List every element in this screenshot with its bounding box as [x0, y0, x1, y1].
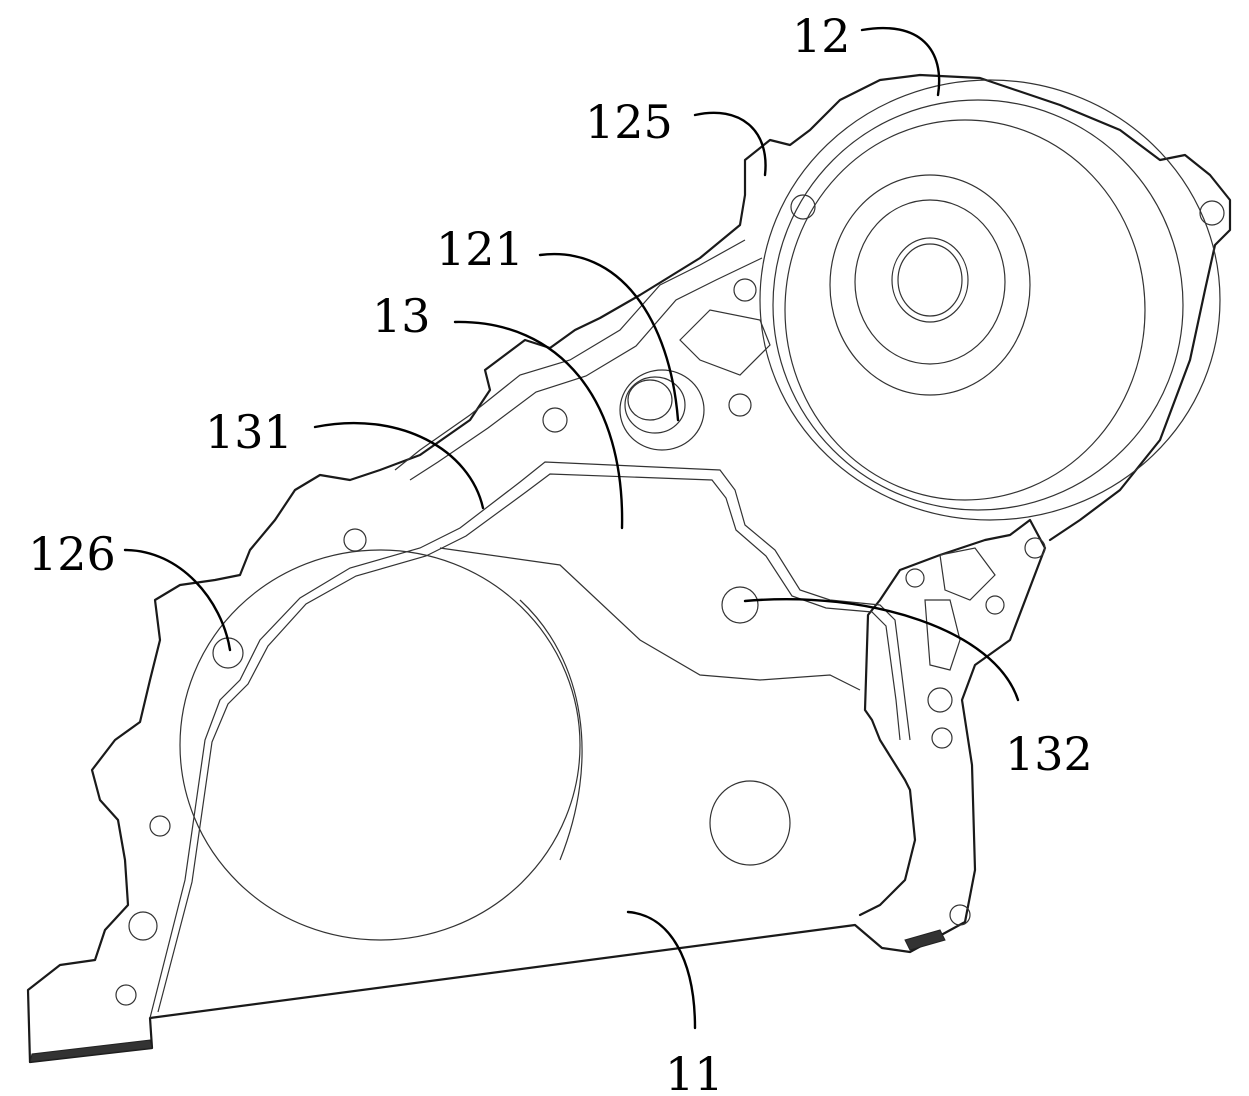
- label-126: 126: [28, 527, 116, 581]
- bolt-hole: [985, 595, 1005, 615]
- port-121-outer: [619, 369, 705, 451]
- port-121-core: [627, 379, 673, 421]
- rib-pocket-2: [939, 547, 996, 601]
- leader-126: [123, 548, 232, 652]
- port-121-inner: [624, 376, 686, 434]
- label-125: 125: [585, 95, 673, 149]
- label-121: 121: [436, 222, 524, 276]
- bolt-hole: [733, 278, 757, 302]
- pump-inner-face: [829, 174, 1031, 396]
- edge-shadow-2: [904, 929, 946, 951]
- left-bore-depth: [519, 599, 583, 861]
- bolt-hole: [728, 393, 752, 417]
- rib-pocket-3: [924, 599, 961, 671]
- pump-rim-3: [784, 119, 1146, 501]
- pump-rim-2: [772, 99, 1184, 511]
- bolt-hole: [1199, 200, 1225, 226]
- rib-pocket: [679, 309, 771, 376]
- pump-shaft-seal-inner: [897, 243, 963, 317]
- leader-131: [313, 421, 485, 510]
- leader-13: [453, 320, 624, 530]
- bolt-hole: [149, 815, 171, 837]
- bolt-hole: [927, 687, 953, 713]
- bolt-hole: [115, 984, 137, 1006]
- label-11: 11: [665, 1047, 724, 1096]
- interior-edge: [439, 547, 861, 691]
- label-131: 131: [205, 405, 293, 459]
- housing-outline: [28, 518, 1047, 1064]
- edge-shadow: [29, 1039, 153, 1063]
- leader-125: [693, 111, 767, 177]
- bolt-hole: [790, 194, 816, 220]
- leader-132: [743, 597, 1020, 702]
- center-boss: [709, 780, 791, 866]
- leader-121: [538, 252, 680, 422]
- bolt-hole: [343, 528, 367, 552]
- bolt-hole: [949, 904, 971, 926]
- pump-outer-rim: [759, 79, 1221, 521]
- leader-12: [860, 27, 941, 97]
- gasket-groove-inner: [157, 473, 901, 1013]
- top-rib: [394, 239, 746, 471]
- bolt-hole: [905, 568, 925, 588]
- bolt-hole: [542, 407, 568, 433]
- label-12: 12: [792, 9, 851, 63]
- label-132: 132: [1005, 727, 1093, 781]
- pump-shaft-seal: [891, 237, 969, 323]
- gasket-groove: [149, 461, 911, 1019]
- left-bore: [179, 549, 581, 941]
- left-flange: [26, 73, 1232, 1064]
- pump-inner-face-2: [854, 199, 1006, 365]
- bolt-hole: [128, 911, 158, 941]
- bolt-hole: [931, 727, 953, 749]
- bolt-holes: [115, 194, 1225, 1006]
- bolt-hole: [721, 586, 759, 624]
- bolt-hole: [1024, 537, 1046, 559]
- label-13: 13: [372, 289, 431, 343]
- top-rib-2: [409, 257, 763, 481]
- leader-11: [626, 910, 697, 1030]
